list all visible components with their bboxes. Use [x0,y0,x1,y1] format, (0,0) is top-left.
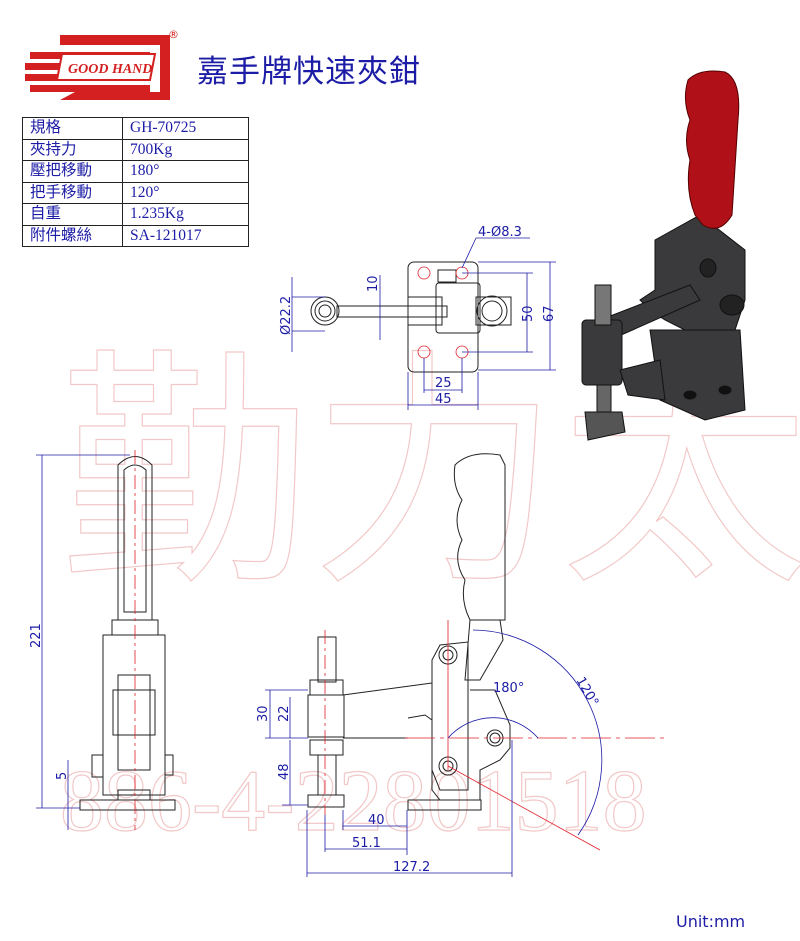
dim-base-thickness: 5 [55,772,70,780]
angle-bar: 180° [493,681,524,696]
registered-mark: ® [168,28,179,41]
dim-arm-width: 10 [366,275,381,292]
side-view [265,453,665,877]
dim-base-length: 67 [542,305,557,322]
dim-base-width: 45 [435,392,452,407]
dim-127: 127.2 [393,860,430,875]
unit-label: Unit:mm [676,912,746,931]
watermark-phone: 886-4-22801518 [60,753,647,850]
dim-51: 51.1 [352,836,381,851]
angle-handle: 120° [573,675,602,710]
front-view [36,450,176,830]
page-title: 嘉手牌快速夾鉗 [197,54,421,90]
dim-hole-spacing-v: 50 [521,305,536,322]
dim-30: 30 [256,705,271,722]
logo-text: GOOD HAND [68,62,152,77]
dim-40: 40 [368,813,385,828]
spec-label: 壓把移動 [22,160,123,183]
dim-48: 48 [277,763,292,780]
spec-value: SA-121017 [122,224,249,247]
spec-value: 700Kg [122,138,249,161]
dim-holes: 4-Ø8.3 [478,225,522,240]
dim-spindle-dia: Ø22.2 [279,296,294,335]
dim-hole-spacing-h: 25 [435,376,452,391]
spec-label: 附件螺絲 [22,224,123,247]
top-view [291,237,556,410]
dim-22: 22 [277,705,292,722]
red-handle [684,70,740,229]
dim-height: 221 [29,623,44,648]
